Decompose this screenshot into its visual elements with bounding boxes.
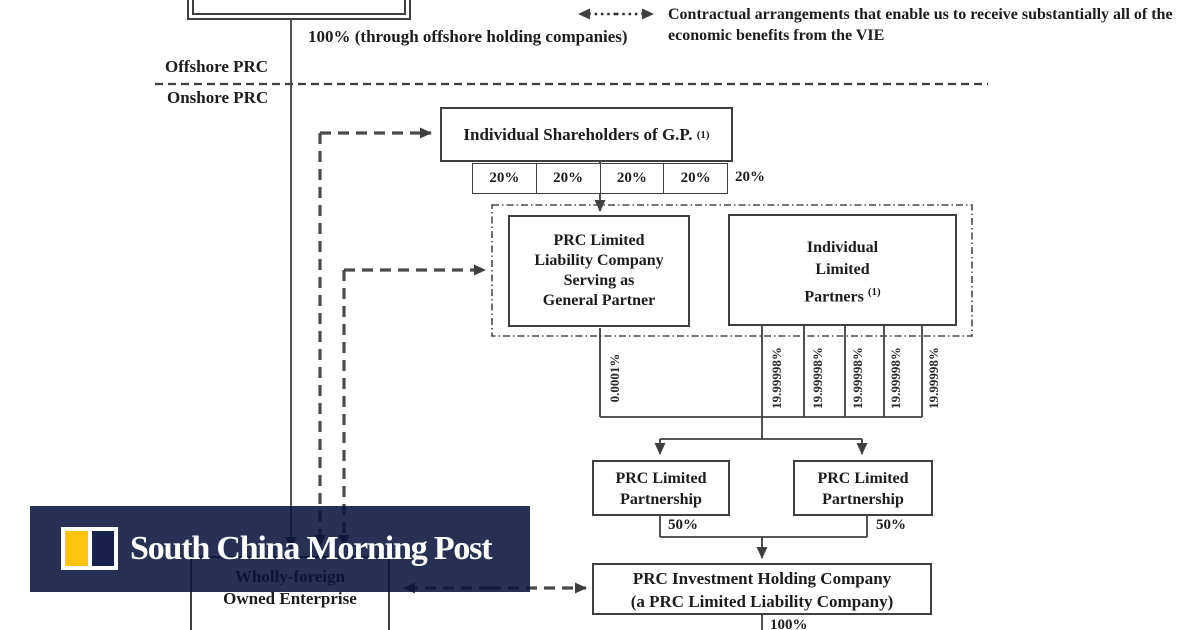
scmp-banner: South China Morning Post <box>30 506 530 592</box>
lp-stake-label: 19.99998% <box>926 347 941 409</box>
lp-stake-label: 19.99998% <box>810 347 825 409</box>
limited-partners-box: Individual Limited Partners (1) <box>728 214 957 326</box>
stake-cell: 20% <box>537 164 601 193</box>
lp-stake-label: 19.99998% <box>850 347 865 409</box>
parent-ownership-note: 100% (through offshore holding companies… <box>308 27 628 46</box>
partnership-left-stake: 50% <box>668 517 698 533</box>
partnership-right-stake: 50% <box>876 517 906 533</box>
scmp-logo-icon <box>61 527 118 570</box>
logo-yellow-block <box>65 531 88 566</box>
stake-cell: 20% <box>473 164 537 193</box>
lp-stake-label: 19.99998% <box>769 347 784 409</box>
onshore-prc-label: Onshore PRC <box>167 88 269 107</box>
shareholder-stakes-row: 20% 20% 20% 20% <box>472 163 728 194</box>
investment-stake: 100% <box>770 617 808 630</box>
general-partner-box: PRC Limited Liability Company Serving as… <box>508 215 690 327</box>
ownership-percent-lines <box>599 326 923 455</box>
footnote-marker: (1) <box>867 286 881 298</box>
lp-stake-label: 19.99998% <box>888 347 903 409</box>
partnership-left-box: PRC Limited Partnership <box>592 460 730 516</box>
partnerships-to-investment-lines <box>659 516 868 630</box>
offshore-prc-label: Offshore PRC <box>165 57 269 76</box>
vie-group-border <box>491 204 973 337</box>
legend-text: Contractual arrangements that enable us … <box>668 6 1173 44</box>
logo-navy-block <box>91 531 114 566</box>
footnote-marker: (1) <box>696 128 710 141</box>
partnership-right-box: PRC Limited Partnership <box>793 460 933 516</box>
stake-cell: 20% <box>601 164 665 193</box>
shareholders-box: Individual Shareholders of G.P. (1) <box>440 107 733 162</box>
wfoe-to-shareholders-dashed-arrow <box>314 127 432 547</box>
parent-company-box <box>192 0 406 15</box>
stake-cell: 20% <box>680 170 711 186</box>
investment-holding-box: PRC Investment Holding Company (a PRC Li… <box>592 563 932 615</box>
gp-stake-label: 0.0001% <box>607 353 622 403</box>
publisher-wordmark: South China Morning Post <box>130 530 493 567</box>
wfoe-to-group-dashed-arrow <box>338 264 486 547</box>
stake-label-outside: 20% <box>735 169 765 185</box>
